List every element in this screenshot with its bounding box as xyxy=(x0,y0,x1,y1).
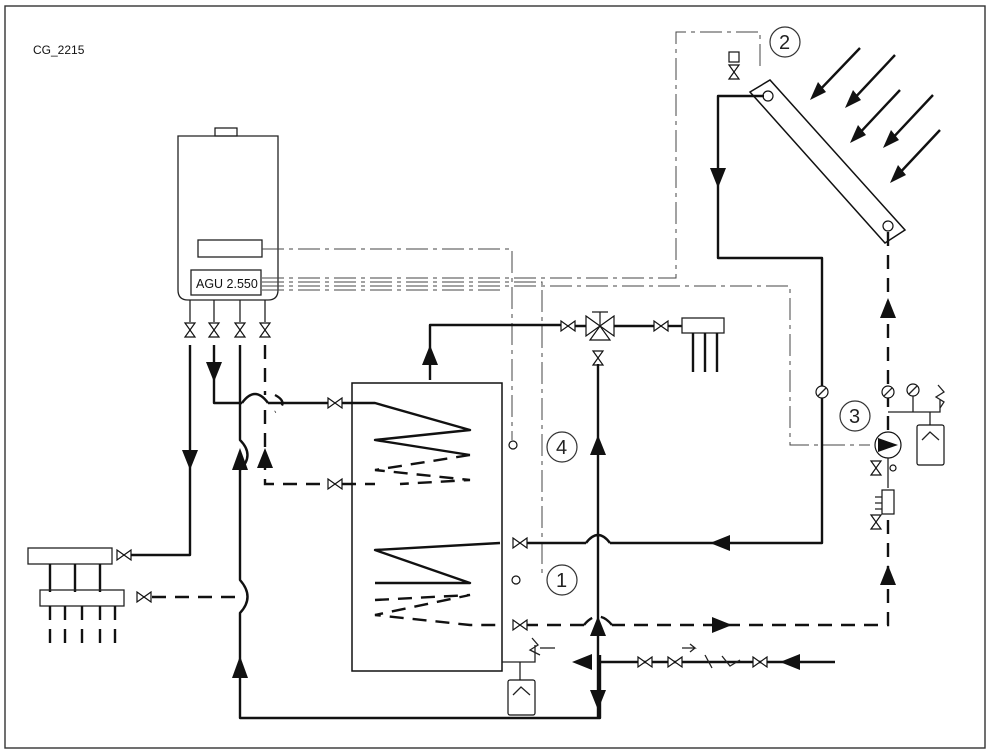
check-valve-icon xyxy=(667,643,697,668)
expansion-vessel-icon xyxy=(507,679,536,716)
expansion-vessel-icon xyxy=(916,424,945,466)
air-vent-icon xyxy=(728,51,740,63)
safety-valve-icon xyxy=(934,384,945,409)
hot-water-outlet xyxy=(422,311,725,380)
figure-code: CG_2215 xyxy=(33,43,85,57)
callout-4: 4 xyxy=(546,431,578,463)
svg-text:1: 1 xyxy=(556,570,567,592)
boiler-unit: AGU 2.550 xyxy=(177,127,279,301)
temperature-sensor-icon xyxy=(508,440,518,450)
callout-2: 2 xyxy=(769,26,801,58)
solar-station xyxy=(815,383,945,530)
callout-1: 1 xyxy=(546,564,578,596)
lower-coil xyxy=(373,541,501,585)
tap-manifold xyxy=(681,317,725,334)
controller-box xyxy=(190,269,262,296)
cold-water-inlet xyxy=(502,364,835,718)
boiler-circuit xyxy=(116,345,602,720)
upper-coil xyxy=(338,401,472,457)
callout-3: 3 xyxy=(839,400,871,432)
temperature-sensor-icon xyxy=(511,575,521,585)
controller-label: AGU 2.550 xyxy=(196,277,258,291)
safety-valve-icon xyxy=(528,637,541,656)
solar-collector-icon xyxy=(728,51,907,244)
sun-rays-icon xyxy=(810,47,941,183)
boiler-display xyxy=(197,239,263,258)
svg-text:2: 2 xyxy=(779,32,790,54)
valve-icon xyxy=(184,322,271,338)
diagram-frame xyxy=(4,5,986,749)
storage-tank xyxy=(338,382,521,672)
svg-text:3: 3 xyxy=(849,406,860,428)
solar-return-line xyxy=(512,232,896,633)
svg-text:4: 4 xyxy=(556,437,567,459)
three-way-valve-icon xyxy=(585,311,615,341)
heating-emitters xyxy=(27,547,240,645)
flow-meter-icon xyxy=(881,489,895,515)
circulation-pump-icon xyxy=(874,431,902,459)
control-signal-lines xyxy=(262,31,870,575)
